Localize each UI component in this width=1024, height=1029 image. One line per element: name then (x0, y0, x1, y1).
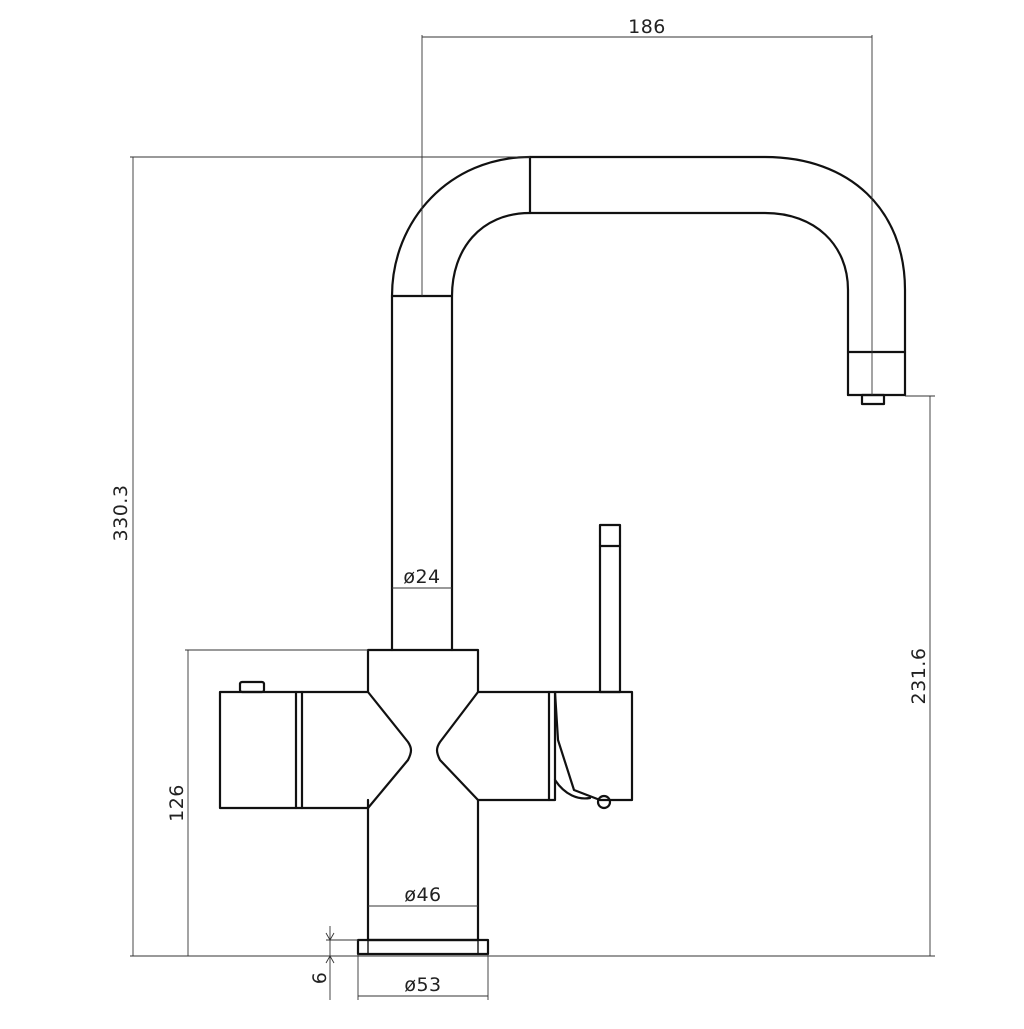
lever-housing (553, 690, 634, 802)
dimension-labels: 186 330.3 231.6 126 ø24 ø46 ø53 6 (110, 16, 930, 996)
left-cross-handle (218, 690, 413, 810)
dimension-lines (130, 35, 935, 1000)
outlet-height-label: 231.6 (908, 648, 930, 705)
thickness-arrow-top (325, 932, 335, 941)
body-diameter-label: ø46 (404, 884, 441, 906)
body-height-label: 126 (166, 784, 188, 822)
lever-shoulder (553, 778, 592, 800)
spout-outer-contour (390, 155, 907, 652)
reach-label: 186 (628, 16, 666, 38)
base-diameter-label: ø53 (404, 974, 441, 996)
thickness-arrow-bottom (325, 955, 335, 964)
body-lower-column (366, 798, 480, 942)
total-height-label: 330.3 (110, 485, 132, 542)
lever-rod (598, 523, 622, 694)
lever-pivot (596, 794, 612, 810)
body-upper-column (366, 648, 480, 694)
spout-diameter-label: ø24 (403, 566, 440, 588)
aerator-tip (860, 393, 886, 406)
left-handle-button (238, 680, 266, 694)
tap-outline (218, 155, 907, 956)
right-cross-handle (435, 690, 557, 802)
base-plate (356, 938, 490, 956)
base-thickness-label: 6 (309, 972, 331, 985)
spout-inner-contour (450, 211, 850, 652)
